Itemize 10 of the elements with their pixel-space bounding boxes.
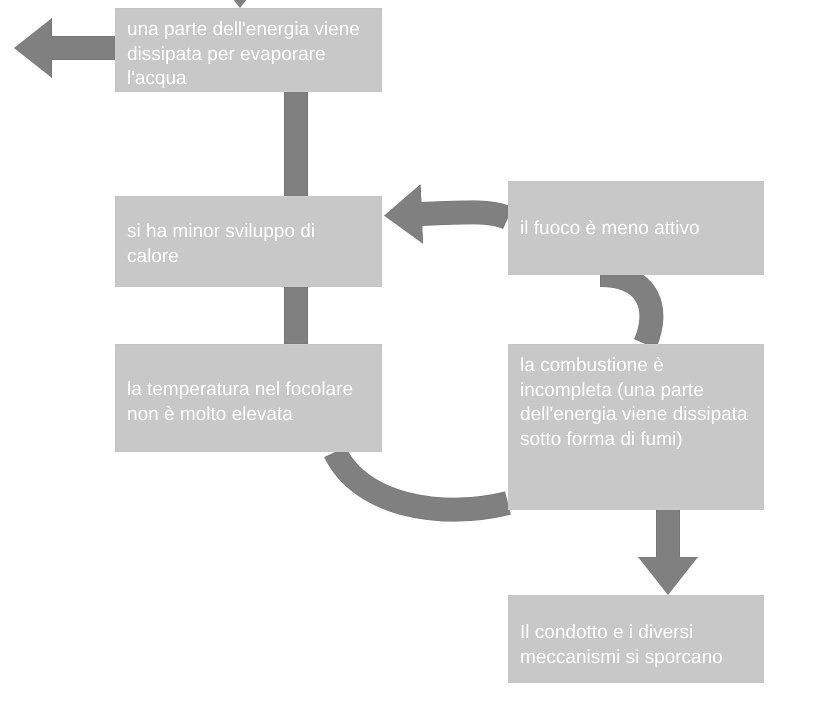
arrow: [638, 510, 698, 595]
process-box: [508, 181, 764, 275]
process-box: [508, 344, 764, 510]
process-box: [115, 344, 382, 452]
process-box: [508, 595, 764, 683]
arrow: [14, 18, 115, 78]
connector: [284, 287, 308, 344]
process-box: [115, 196, 382, 287]
connector: [284, 92, 308, 196]
process-box: [115, 8, 382, 92]
